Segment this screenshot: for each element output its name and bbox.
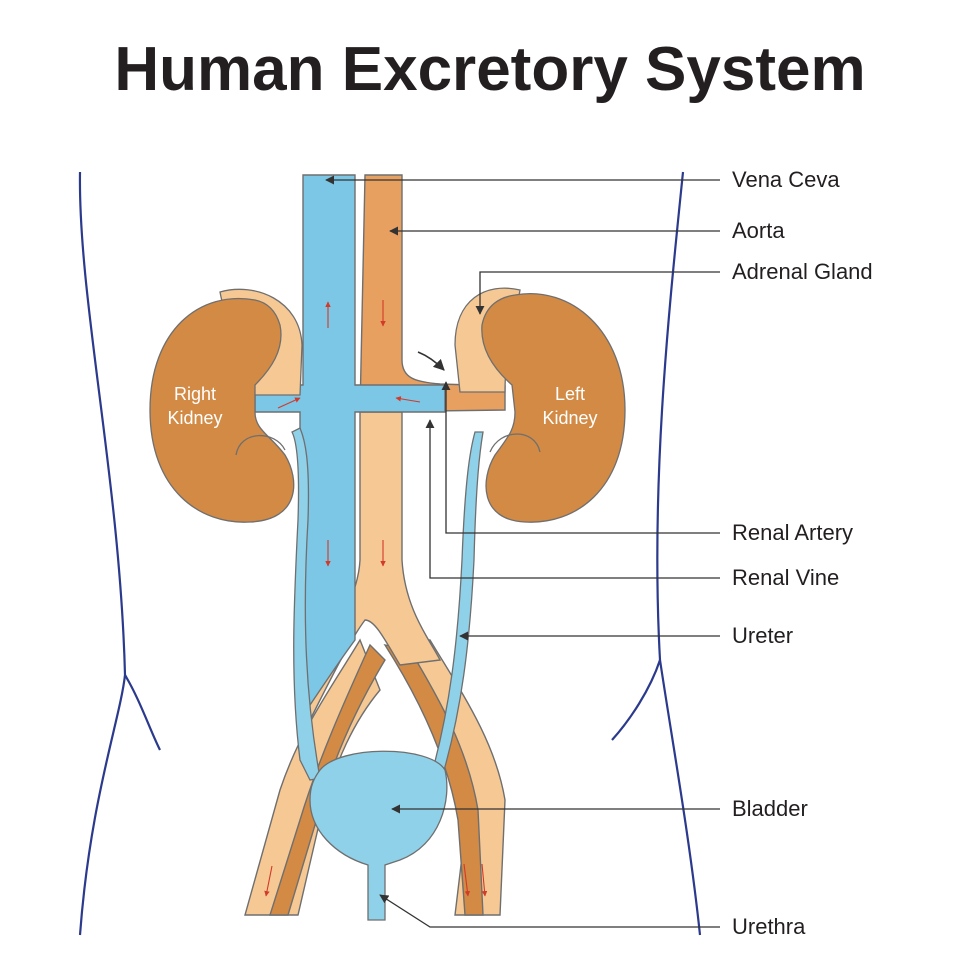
bladder — [309, 750, 448, 921]
label-renal-artery: Renal Artery — [732, 520, 853, 545]
flow-curve-arrow — [417, 351, 445, 371]
label-adrenal-gland: Adrenal Gland — [732, 259, 873, 284]
label-bladder: Bladder — [732, 796, 808, 821]
label-aorta: Aorta — [732, 218, 785, 243]
label-ureter: Ureter — [732, 623, 793, 648]
right-kidney-label-line1: Right — [174, 384, 216, 404]
left-kidney-label-line1: Left — [555, 384, 585, 404]
left-kidney: Left Kidney — [454, 287, 626, 523]
right-kidney-label-line2: Kidney — [167, 408, 222, 428]
label-renal-vein: Renal Vine — [732, 565, 839, 590]
right-kidney: Right Kidney — [149, 288, 303, 523]
diagram-title: Human Excretory System — [114, 35, 865, 104]
flow-arrows — [264, 300, 488, 897]
label-urethra: Urethra — [732, 914, 806, 939]
left-kidney-label-line2: Kidney — [542, 408, 597, 428]
leader-lines — [325, 175, 720, 928]
body-outline — [78, 171, 702, 936]
callout-labels: Vena Ceva Aorta Adrenal Gland Renal Arte… — [732, 167, 873, 939]
label-vena-cava: Vena Ceva — [732, 167, 840, 192]
